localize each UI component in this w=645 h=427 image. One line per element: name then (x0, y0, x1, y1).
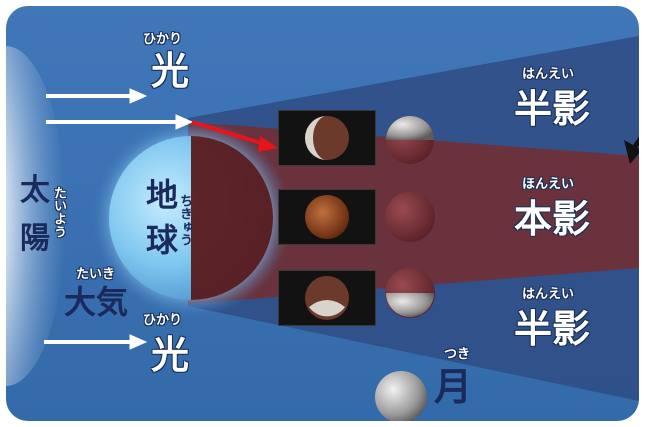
refracted-light-arrow (191, 120, 278, 152)
diagram-panel: 太 陽 たいよう ひかり 光 ひかり 光 地 球 ちきゅう たいき 大気 はんえ… (6, 6, 639, 421)
umbra-label: 本影 (514, 197, 591, 241)
light-arrows (44, 88, 194, 350)
moon-photo-total (278, 189, 376, 245)
moon (375, 371, 427, 421)
moon-phases (385, 116, 435, 318)
sun-label-1: 太 (20, 173, 50, 208)
sun-glow (6, 46, 66, 386)
atmosphere-reading: たいき (76, 267, 116, 282)
light-top-reading: ひかり (143, 32, 183, 47)
earth-reading: ちきゅう (177, 194, 192, 246)
moon-reading: つき (444, 347, 471, 362)
earth-label-1: 地 (146, 176, 179, 214)
sun-label-2: 陽 (20, 221, 50, 256)
atmosphere-label: 大気 (64, 283, 129, 321)
umbra-reading: ほんえい (522, 177, 575, 192)
earth-night-side (191, 136, 273, 300)
moon-photo-partial-top (278, 110, 376, 166)
penumbra-bottom-reading: はんえい (522, 287, 575, 302)
light-top-label: 光 (151, 49, 190, 93)
moon-photo-partial-bottom (278, 270, 376, 326)
penumbra-top-label: 半影 (514, 87, 591, 131)
penumbra-bottom-label: 半影 (514, 307, 591, 351)
light-bottom-label: 光 (151, 333, 190, 377)
earth-label-2: 球 (146, 221, 179, 259)
moon-label: 月 (434, 365, 473, 409)
sun-reading: たいよう (51, 186, 66, 238)
right-edge-arrow (624, 136, 639, 164)
light-bottom-reading: ひかり (143, 313, 183, 328)
penumbra-top-reading: はんえい (522, 67, 575, 82)
